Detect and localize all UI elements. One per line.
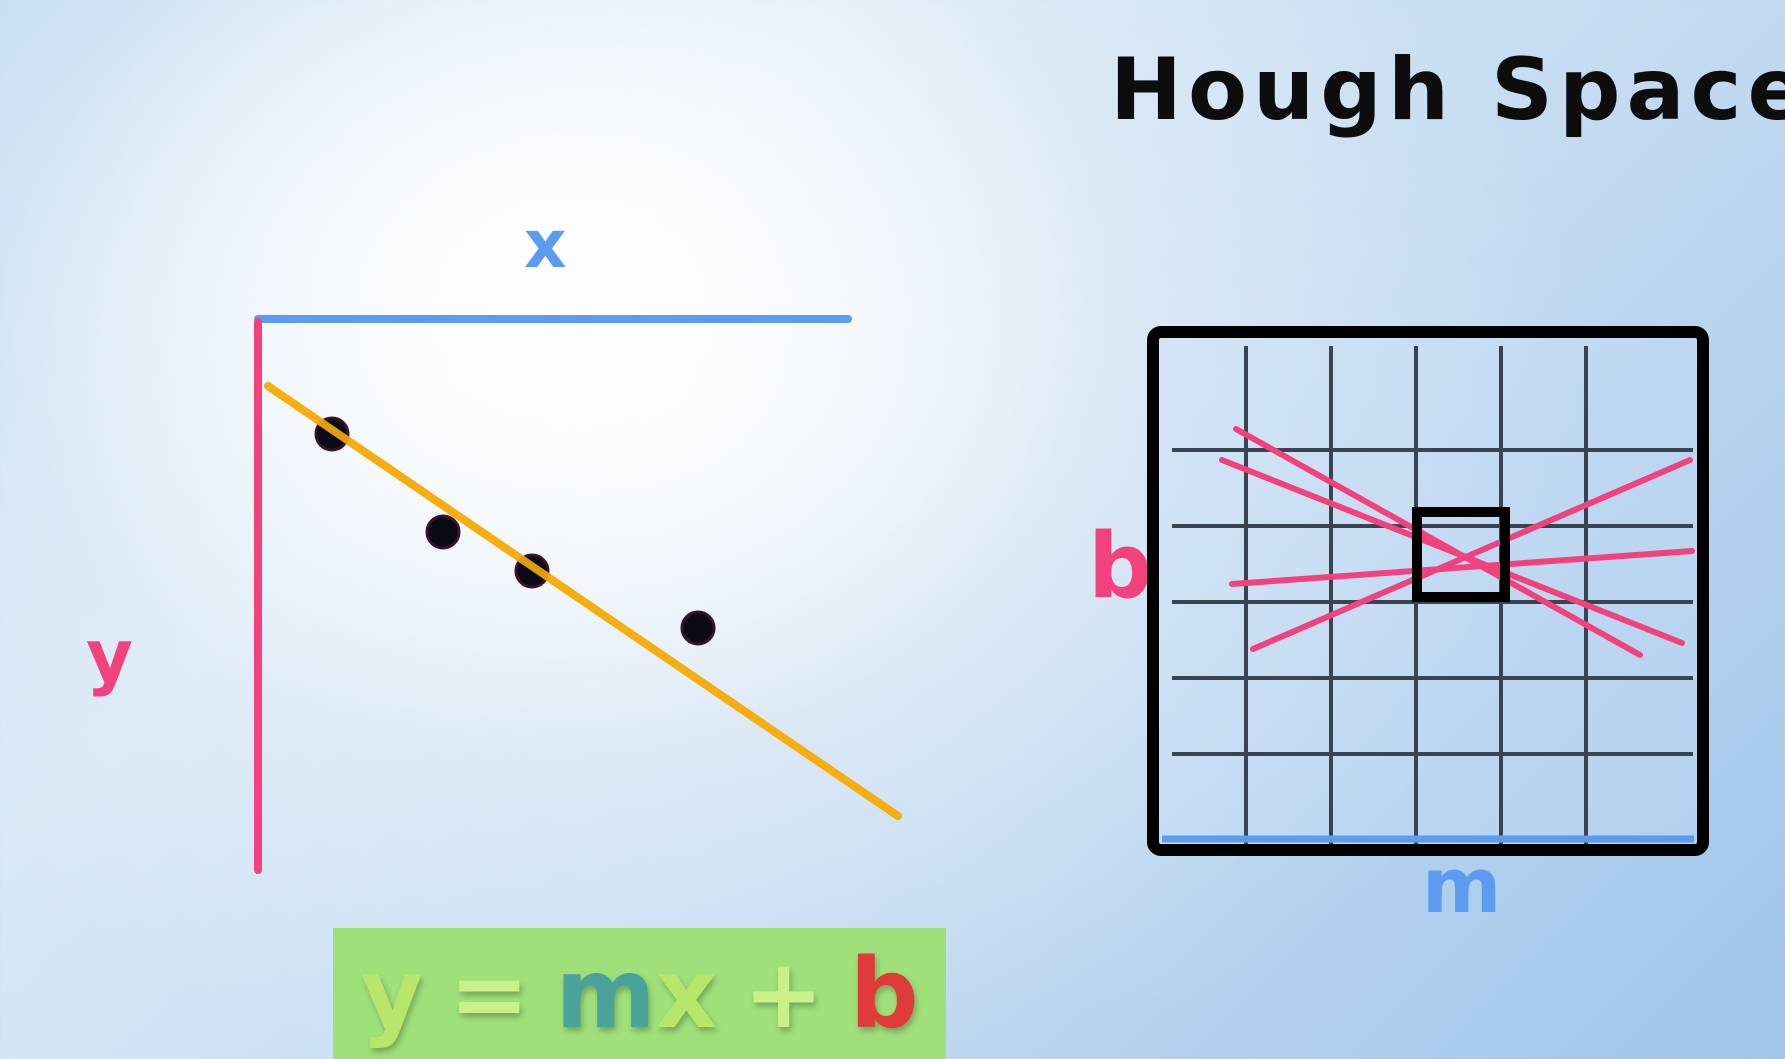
m-axis-label: m — [1422, 841, 1502, 930]
hough-space — [1147, 326, 1709, 856]
fit-line-overlay — [264, 382, 902, 820]
hough-grid-background — [1153, 332, 1703, 850]
data-point — [425, 514, 461, 550]
data-point — [680, 610, 716, 646]
eq-x: x — [655, 937, 718, 1050]
hough-vote-lines — [1219, 426, 1695, 658]
eq-y: y — [360, 937, 424, 1050]
eq-plus: + — [743, 937, 824, 1050]
x-axis-label: x — [524, 206, 567, 283]
image-space — [254, 315, 902, 874]
eq-m: m — [555, 937, 656, 1050]
y-axis-label: y — [86, 614, 133, 698]
eq-b: b — [849, 937, 919, 1050]
hough-grid-frame — [1147, 326, 1709, 856]
line-equation: y = m x + b — [333, 928, 946, 1059]
eq-equals: = — [449, 937, 530, 1050]
b-axis-label: b — [1088, 514, 1153, 619]
peak-highlight-box — [1412, 507, 1510, 602]
page-title: Hough Space — [1110, 40, 1785, 140]
